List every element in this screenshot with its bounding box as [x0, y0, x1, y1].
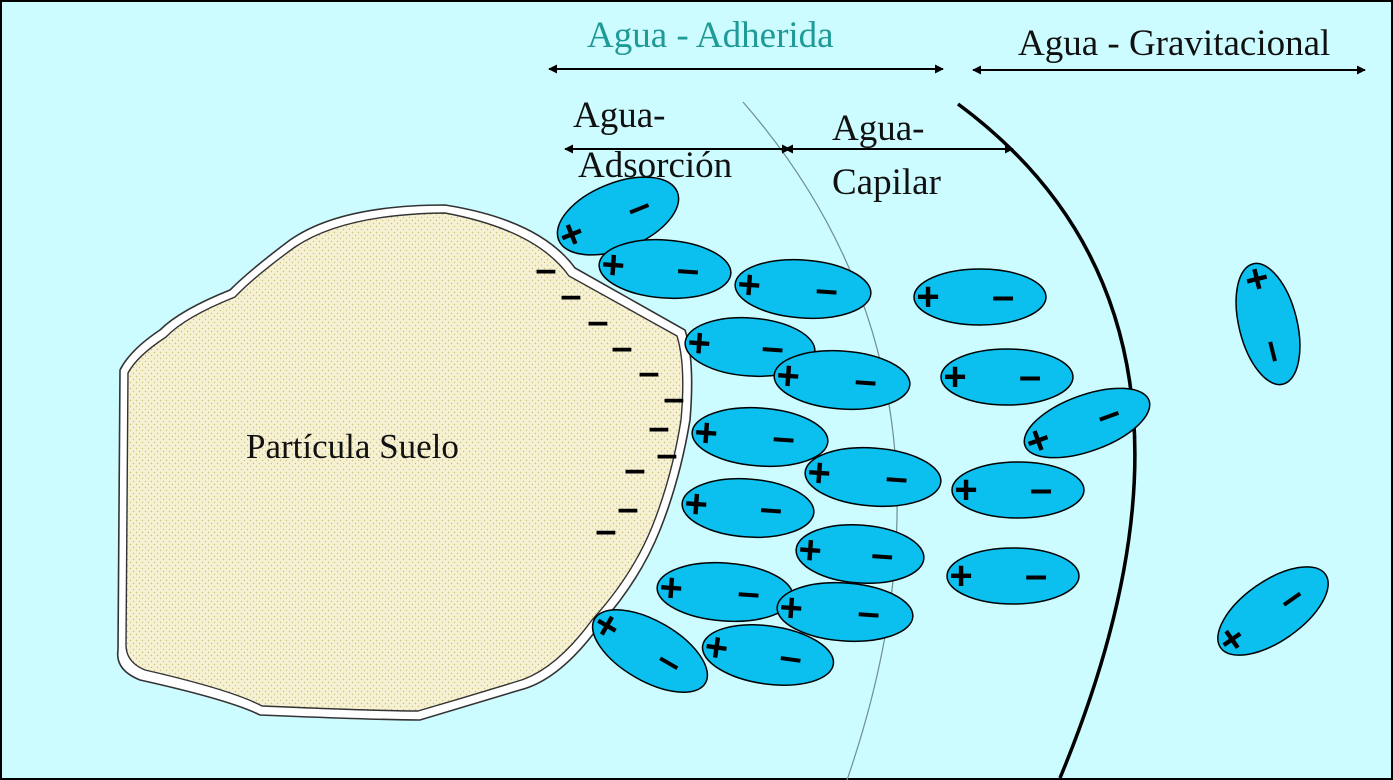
water-molecule: +– [586, 601, 709, 693]
minus-sign: – [771, 415, 796, 460]
plus-sign: + [775, 353, 801, 399]
molecule-body [951, 461, 1085, 519]
surface-negative-charge: – [638, 352, 659, 394]
plus-sign: + [683, 482, 709, 528]
water-molecule: +– [553, 176, 680, 260]
molecule-body [591, 609, 709, 693]
water-molecule: +– [656, 561, 794, 623]
molecule-body [691, 406, 829, 468]
soil-particle-inner [125, 212, 684, 712]
water-molecule: +– [1210, 566, 1329, 664]
plus-sign: + [658, 565, 684, 611]
minus-sign: – [884, 455, 909, 500]
surface-charges: ––––––––––– [535, 249, 684, 552]
molecule-body [940, 348, 1074, 406]
minus-sign: – [1025, 553, 1047, 597]
water-molecules: +–+–+–+–+–+–+–+–+–+–+–+–+–+–+–+–+–+–+–+– [553, 176, 1329, 693]
water-molecule: +– [776, 581, 914, 643]
label-agua-gravitacional: Agua - Gravitacional [1018, 23, 1330, 64]
water-molecule: +– [1020, 387, 1151, 465]
capillary-boundary-curve [742, 101, 898, 780]
water-molecule: +– [804, 446, 942, 508]
molecule-body [946, 547, 1080, 605]
water-molecule: +– [598, 238, 732, 300]
surface-negative-charge: – [587, 301, 608, 343]
water-molecule: +– [946, 547, 1080, 605]
minus-sign: – [1019, 354, 1041, 398]
water-molecule: +– [940, 348, 1074, 406]
minus-sign: – [853, 358, 878, 403]
molecule-body [913, 268, 1047, 326]
surface-negative-charge: – [535, 249, 556, 291]
label-agua-adsorcion: Agua- Adsorción [573, 95, 732, 186]
minus-sign: – [870, 532, 895, 577]
water-molecule: +– [913, 268, 1047, 326]
minus-sign: – [1030, 467, 1052, 511]
water-molecule: +– [681, 477, 815, 539]
plus-sign: + [916, 275, 939, 319]
plus-sign: + [949, 554, 972, 598]
gravitational-boundary-curve [956, 102, 1137, 779]
molecule-body [1235, 262, 1301, 386]
label-agua-adherida: Agua - Adherida [587, 15, 834, 56]
minus-sign: – [758, 486, 783, 531]
minus-sign: – [736, 570, 761, 615]
surface-negative-charge: – [648, 407, 669, 449]
water-molecule: +– [734, 258, 872, 320]
plus-sign: + [600, 243, 626, 289]
minus-sign: – [814, 267, 839, 312]
label-particula-suelo: Partícula Suelo [246, 427, 459, 466]
minus-sign: – [675, 247, 700, 292]
molecule-body [776, 581, 914, 643]
molecule-body [773, 349, 911, 411]
plus-sign: + [778, 585, 804, 631]
minus-sign: – [992, 274, 1014, 318]
molecule-body [681, 477, 815, 539]
plus-sign: + [693, 410, 719, 456]
water-molecule: +– [951, 461, 1085, 519]
plus-sign: + [736, 262, 762, 308]
plus-sign: + [943, 355, 966, 399]
water-molecule: +– [701, 624, 835, 686]
plus-sign: + [954, 468, 977, 512]
water-molecule: +– [795, 523, 925, 585]
surface-negative-charge: – [595, 510, 616, 552]
label-agua-capilar: Agua- Capilar [832, 108, 941, 203]
surface-negative-charge: – [611, 327, 632, 369]
surface-negative-charge: – [624, 449, 645, 491]
molecule-body [1023, 387, 1151, 459]
molecule-body [734, 258, 872, 320]
molecule-body [598, 238, 732, 300]
minus-sign: – [856, 590, 881, 635]
surface-negative-charge: – [663, 378, 684, 420]
surface-negative-charge: – [560, 275, 581, 317]
surface-negative-charge: – [656, 434, 677, 476]
water-molecule: +– [773, 349, 911, 411]
surface-negative-charge: – [617, 488, 638, 530]
plus-sign: + [686, 321, 712, 367]
molecule-body [701, 624, 835, 686]
molecule-body [804, 446, 942, 508]
molecule-body [795, 523, 925, 585]
water-molecule: +– [691, 406, 829, 468]
plus-sign: + [806, 450, 832, 496]
water-molecule: +– [1235, 255, 1301, 386]
molecule-body [1217, 566, 1329, 656]
plus-sign: + [797, 528, 823, 574]
